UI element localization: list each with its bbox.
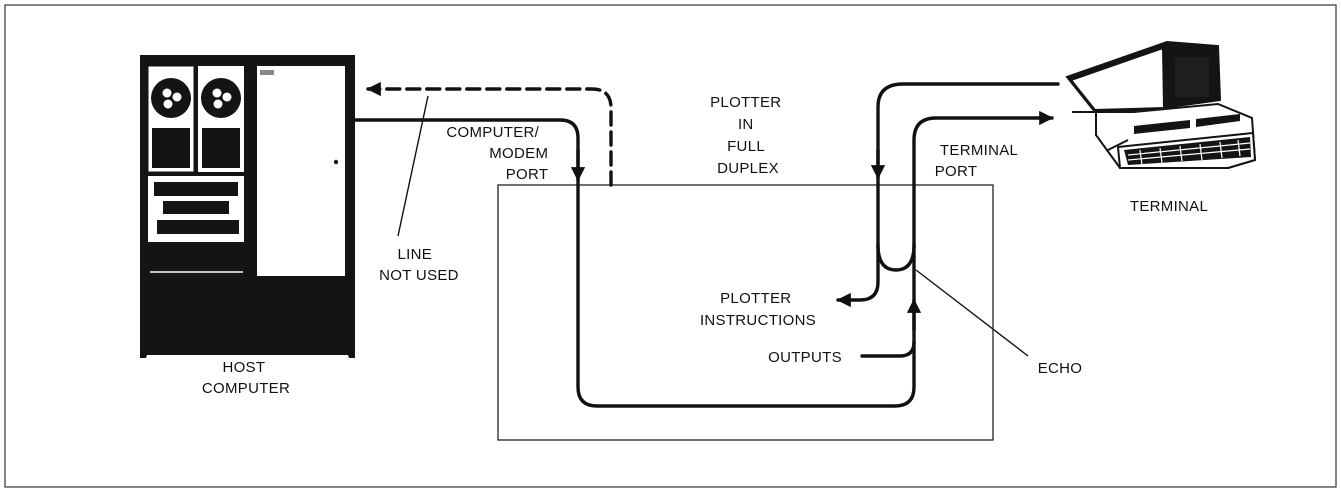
main-data-line — [355, 118, 1052, 406]
terminal-icon — [1067, 42, 1255, 168]
terminal-port-label: TERMINAL PORT — [935, 142, 1022, 180]
echo-label: ECHO — [1038, 360, 1083, 377]
outputs-join — [862, 342, 914, 356]
host-computer-icon — [140, 55, 355, 358]
outputs-label: OUTPUTS — [768, 349, 842, 366]
computer-modem-port-label: COMPUTER/ MODEM PORT — [446, 124, 552, 183]
terminal-label: TERMINAL — [1130, 198, 1208, 215]
echo-leader — [916, 270, 1028, 356]
line-not-used-label: LINE NOT USED — [379, 246, 459, 284]
host-computer-label: HOST COMPUTER — [202, 359, 290, 397]
echo-loop — [878, 245, 914, 270]
line-not-used-leader — [398, 96, 428, 236]
diagram-title: PLOTTER IN FULL DUPLEX — [710, 94, 786, 177]
plotter-instructions-label: PLOTTER INSTRUCTIONS — [700, 290, 816, 329]
